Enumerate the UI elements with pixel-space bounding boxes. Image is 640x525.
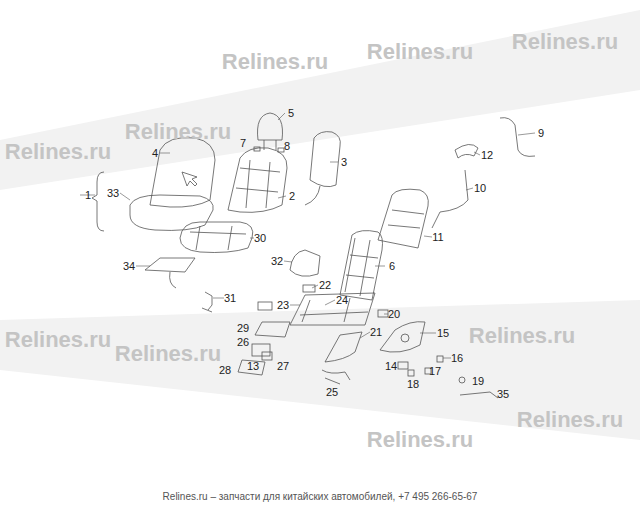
callout-number: 20 — [388, 309, 400, 320]
callout-number: 9 — [538, 128, 544, 139]
callout-number: 14 — [385, 361, 397, 372]
callout-number: 21 — [370, 327, 382, 338]
callout-number: 32 — [271, 256, 283, 267]
callout-number: 15 — [437, 328, 449, 339]
callout-number: 35 — [497, 389, 509, 400]
callout-number: 28 — [219, 365, 231, 376]
callout-number: 27 — [277, 361, 289, 372]
callout-number: 23 — [277, 300, 289, 311]
callout-number: 11 — [432, 232, 443, 243]
watermark: Relines.ru — [512, 31, 618, 53]
callout-number: 29 — [237, 323, 249, 334]
watermark: Relines.ru — [5, 329, 111, 351]
watermark: Relines.ru — [222, 51, 328, 73]
callout-number: 7 — [240, 138, 246, 149]
callout-number: 1 — [85, 190, 91, 201]
callout-number: 10 — [474, 183, 486, 194]
watermark: Relines.ru — [469, 325, 575, 347]
callout-number: 24 — [336, 295, 348, 306]
callout-number: 13 — [247, 361, 259, 372]
callout-number: 26 — [237, 337, 249, 348]
watermark: Relines.ru — [5, 141, 111, 163]
callout-number: 4 — [152, 148, 158, 159]
callout-number: 6 — [389, 261, 395, 272]
callout-number: 3 — [341, 157, 347, 168]
callout-number: 18 — [407, 379, 419, 390]
callout-number: 31 — [224, 293, 236, 304]
watermark: Relines.ru — [517, 409, 623, 431]
callout-number: 8 — [284, 141, 290, 152]
callout-number: 33 — [107, 188, 119, 199]
callout-number: 19 — [472, 376, 484, 387]
callout-number: 22 — [319, 280, 331, 291]
callout-number: 16 — [451, 353, 463, 364]
callout-number: 34 — [123, 261, 135, 272]
callout-number: 5 — [288, 108, 294, 119]
watermark: Relines.ru — [367, 41, 473, 63]
callout-number: 30 — [254, 233, 266, 244]
callout-number: 12 — [481, 150, 493, 161]
watermark: Relines.ru — [367, 429, 473, 451]
callout-number: 25 — [326, 387, 338, 398]
callout-number: 2 — [289, 191, 295, 202]
watermark: Relines.ru — [115, 343, 221, 365]
footer-note: Relines.ru – запчасти для китайских авто… — [163, 492, 478, 502]
watermark: Relines.ru — [125, 121, 231, 143]
callout-number: 17 — [429, 366, 441, 377]
